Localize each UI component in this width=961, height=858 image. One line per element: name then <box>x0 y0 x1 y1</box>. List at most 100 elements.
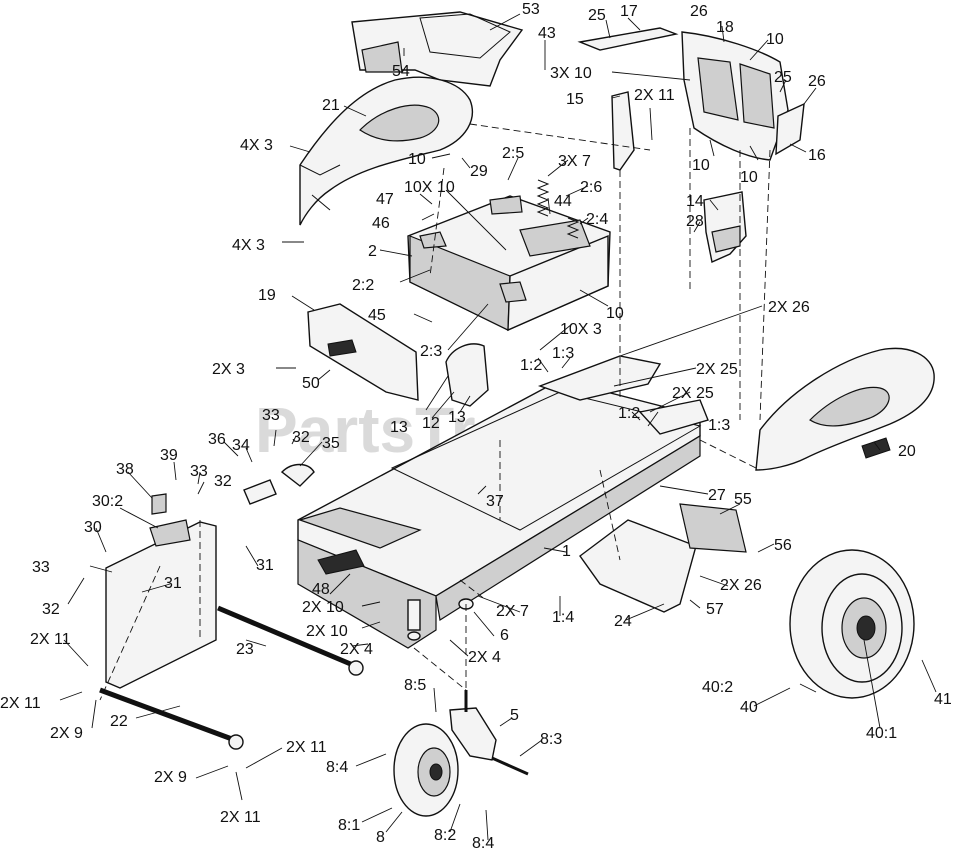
part-21-left-fender[interactable] <box>299 76 474 226</box>
callout-19: 19 <box>258 287 276 304</box>
part-5-caster-fork[interactable] <box>449 690 529 776</box>
callout-5: 5 <box>510 707 519 724</box>
callout-47: 47 <box>376 191 394 208</box>
callout-23: 23 <box>236 641 254 658</box>
callout-40: 40 <box>740 699 758 716</box>
callout-2x-7: 2X 7 <box>496 603 529 620</box>
callout-10x-10: 10X 10 <box>404 179 455 196</box>
callout-40-1: 40:1 <box>866 725 897 742</box>
callout-48: 48 <box>312 581 330 598</box>
callout-17: 17 <box>620 3 638 20</box>
callout-3x-7: 3X 7 <box>558 153 591 170</box>
callout-10: 10 <box>740 169 758 186</box>
callout-8-2: 8:2 <box>434 827 456 844</box>
part-24-plate[interactable] <box>579 519 697 613</box>
callout-2x-10: 2X 10 <box>302 599 344 616</box>
callout-8-1: 8:1 <box>338 817 360 834</box>
part-34-bracket[interactable] <box>243 479 277 505</box>
callout-2x-4: 2X 4 <box>468 649 501 666</box>
part-35-bracket[interactable] <box>280 463 315 487</box>
part-55-plate[interactable] <box>679 503 747 553</box>
callout-2-6: 2:6 <box>580 179 602 196</box>
part-23-axle[interactable] <box>217 605 364 676</box>
callout-45: 45 <box>368 307 386 324</box>
callout-10: 10 <box>408 151 426 168</box>
callout-44: 44 <box>554 193 572 210</box>
callout-13: 13 <box>448 409 466 426</box>
callout-33: 33 <box>262 407 280 424</box>
callout-4x-3: 4X 3 <box>232 237 265 254</box>
part-20-right-fender[interactable] <box>755 347 935 471</box>
part-15-bracket[interactable] <box>611 91 635 171</box>
callout-28: 28 <box>686 213 704 230</box>
alignment-lines <box>99 123 771 701</box>
part-14-bracket[interactable] <box>703 191 747 263</box>
part-1-main-frame[interactable] <box>297 355 709 649</box>
part-16-plate[interactable] <box>775 102 805 156</box>
callout-2x-11: 2X 11 <box>634 87 675 104</box>
callout-56: 56 <box>774 537 792 554</box>
callout-32: 32 <box>42 601 60 618</box>
callout-37: 37 <box>486 493 504 510</box>
part-17-bracket[interactable] <box>577 27 679 51</box>
callout-31: 31 <box>164 575 182 592</box>
callout-2-3: 2:3 <box>420 343 442 360</box>
callout-3x-10: 3X 10 <box>550 65 592 82</box>
callout-2x-3: 2X 3 <box>212 361 245 378</box>
callout-14: 14 <box>686 193 704 210</box>
callout-2x-26: 2X 26 <box>720 577 762 594</box>
callout-54: 54 <box>392 63 410 80</box>
callout-32: 32 <box>214 473 232 490</box>
callout-2-4: 2:4 <box>586 211 608 228</box>
callout-2x-26: 2X 26 <box>768 299 810 316</box>
callout-1-3: 1:3 <box>708 417 730 434</box>
callout-2x-25: 2X 25 <box>672 385 714 402</box>
callout-2x-11: 2X 11 <box>220 809 261 826</box>
callout-20: 20 <box>898 443 916 460</box>
callout-2x-10: 2X 10 <box>306 623 348 640</box>
part-40-rear-tire[interactable] <box>789 549 915 699</box>
callout-2x-11: 2X 11 <box>286 739 327 756</box>
callout-10x-3: 10X 3 <box>560 321 602 338</box>
callout-2-2: 2:2 <box>352 277 374 294</box>
callout-25: 25 <box>588 7 606 24</box>
part-30-bumper[interactable] <box>105 519 217 689</box>
callout-2x-4: 2X 4 <box>340 641 373 658</box>
callout-57: 57 <box>706 601 724 618</box>
callout-30-2: 30:2 <box>92 493 123 510</box>
callout-1-3: 1:3 <box>552 345 574 362</box>
part-2-control-box[interactable] <box>407 195 611 332</box>
part-8-caster-wheel[interactable] <box>393 723 459 817</box>
callout-10: 10 <box>692 157 710 174</box>
part-12-tensioner[interactable] <box>445 343 489 407</box>
callout-2: 2 <box>368 243 377 260</box>
part-19-front-panel[interactable] <box>307 303 419 401</box>
callout-41: 41 <box>934 691 952 708</box>
part-4-bushing[interactable] <box>407 599 421 641</box>
callout-34: 34 <box>232 437 250 454</box>
part-53-seat-pad[interactable] <box>351 11 524 87</box>
callout-1-2: 1:2 <box>520 357 542 374</box>
part-38-plate[interactable] <box>151 493 167 515</box>
callout-46: 46 <box>372 215 390 232</box>
callout-36: 36 <box>208 431 226 448</box>
callout-24: 24 <box>614 613 632 630</box>
callout-18: 18 <box>716 19 734 36</box>
part-22-axle[interactable] <box>99 687 244 750</box>
callout-2-5: 2:5 <box>502 145 524 162</box>
part-44-spring[interactable] <box>536 179 580 239</box>
callout-25: 25 <box>774 69 792 86</box>
callout-1-2: 1:2 <box>618 405 640 422</box>
callout-8-5: 8:5 <box>404 677 426 694</box>
callout-32: 32 <box>292 429 310 446</box>
callout-35: 35 <box>322 435 340 452</box>
callout-26: 26 <box>808 73 826 90</box>
callout-4x-3: 4X 3 <box>240 137 273 154</box>
part-18-fender-shroud[interactable] <box>681 31 789 161</box>
callout-2x-25: 2X 25 <box>696 361 738 378</box>
callout-8-4: 8:4 <box>326 759 348 776</box>
callout-6: 6 <box>500 627 509 644</box>
callout-1-4: 1:4 <box>552 609 574 626</box>
